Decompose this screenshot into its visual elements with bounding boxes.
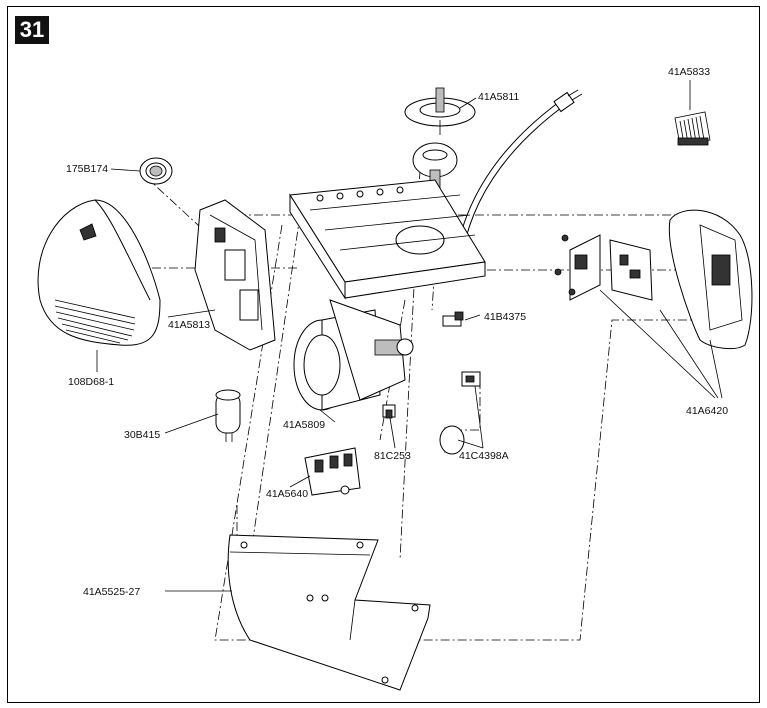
terminal-block-part: [304, 447, 361, 496]
diagram-frame: [7, 6, 760, 703]
power-cord-part: [456, 89, 583, 251]
light-bushing-part: [139, 157, 173, 185]
figure-number-badge: 31: [15, 16, 49, 44]
rpm-sensor-part: [382, 404, 396, 419]
sprocket-assembly-part: [404, 87, 476, 189]
motor-part: [293, 299, 414, 411]
part-labels: 41A5833 41A5811 175B174 41A5813 108D68-1…: [66, 66, 728, 598]
label-175B174: 175B174: [66, 163, 108, 175]
cover-vent-lines: [54, 299, 136, 344]
label-41A5809: 41A5809: [283, 419, 325, 431]
label-41A5833: 41A5833: [668, 66, 710, 78]
wire-harness-part: [674, 111, 711, 146]
logic-board-part: [554, 234, 653, 301]
receiver-part: [439, 371, 481, 455]
label-30B415: 30B415: [124, 429, 160, 441]
bottom-panel-part: [227, 534, 431, 691]
limit-switch-part: [442, 311, 464, 327]
leader-lines: [96, 80, 723, 592]
label-41A5525-27: 41A5525-27: [83, 586, 140, 598]
end-cover-part: [668, 209, 753, 350]
end-panel-part: [194, 199, 276, 351]
capacitor-part: [215, 389, 241, 442]
label-108D68-1: 108D68-1: [68, 376, 114, 388]
label-81C253: 81C253: [374, 450, 411, 462]
cover-part: [37, 199, 161, 346]
label-41A5811: 41A5811: [478, 91, 519, 103]
label-41C4398A: 41C4398A: [459, 450, 509, 462]
label-41A5640: 41A5640: [266, 488, 308, 500]
label-41A6420: 41A6420: [686, 405, 728, 417]
chassis-plate-part: [289, 179, 486, 300]
label-41B4375: 41B4375: [484, 311, 526, 323]
label-41A5813: 41A5813: [168, 319, 210, 331]
